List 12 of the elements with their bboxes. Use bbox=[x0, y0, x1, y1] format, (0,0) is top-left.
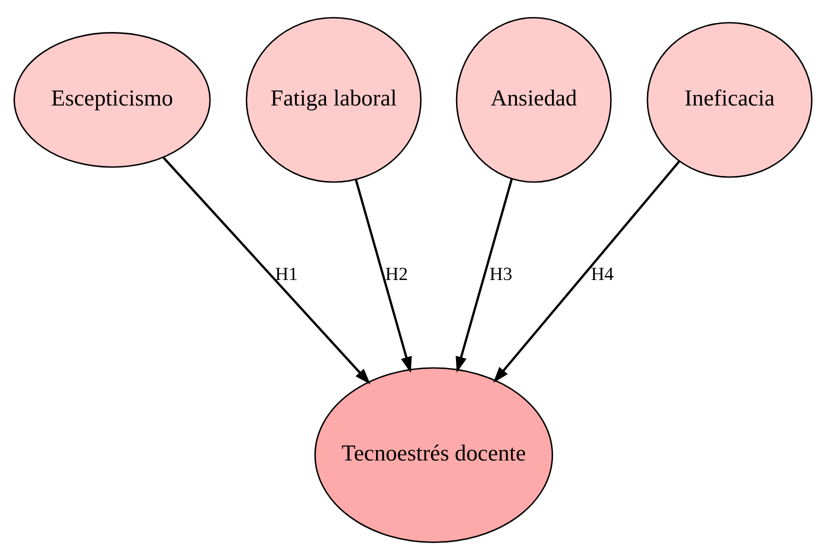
node-circle: Ineficacia bbox=[646, 22, 812, 178]
edge-label: H4 bbox=[591, 263, 614, 284]
arrow bbox=[162, 156, 370, 384]
edge-label: H2 bbox=[385, 263, 408, 284]
edge-label: H1 bbox=[275, 263, 298, 284]
node-circle: Fatiga laboral bbox=[246, 16, 422, 182]
node-ellipse: Escepticismo bbox=[14, 32, 211, 168]
arrow bbox=[354, 178, 412, 372]
arrow bbox=[456, 178, 513, 372]
arrow bbox=[493, 160, 680, 382]
edge-label: H3 bbox=[490, 263, 512, 284]
node-circle: Ansiedad bbox=[456, 16, 612, 182]
